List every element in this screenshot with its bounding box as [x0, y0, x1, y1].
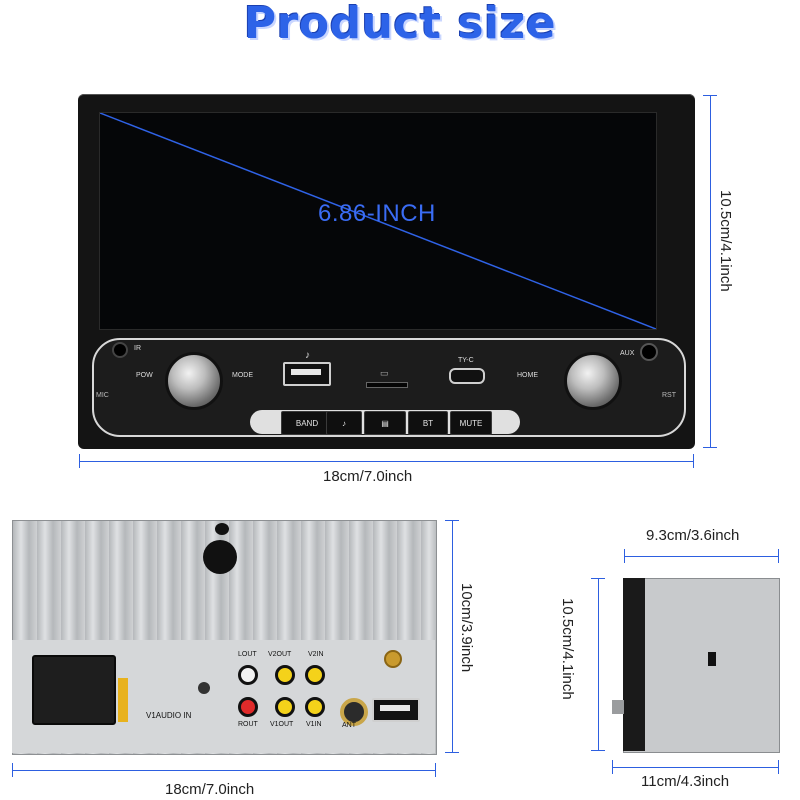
side-slot — [708, 652, 716, 666]
front-width-tick-left — [79, 454, 80, 468]
rear-width-tick-right — [435, 763, 436, 777]
side-depth-bottom-label: 11cm/4.3inch — [641, 773, 730, 790]
ir-label: IR — [134, 345, 141, 352]
side-faceplate — [623, 578, 645, 751]
usb-port[interactable] — [283, 362, 331, 386]
front-height-tick-bottom — [703, 447, 717, 448]
rear-width-line — [12, 770, 436, 771]
front-height-label: 10.5cm/4.1inch — [717, 190, 734, 292]
front-width-label: 18cm/7.0inch — [323, 468, 413, 485]
bt-button[interactable]: BT — [408, 411, 448, 435]
rca-v2in-jack[interactable] — [305, 665, 325, 685]
side-depth-top-tick-left — [624, 549, 625, 563]
v1out-label: V1OUT — [270, 721, 294, 728]
v2in-label: V2IN — [308, 651, 324, 658]
rca-v1in-jack[interactable] — [305, 697, 325, 717]
side-chassis — [623, 578, 780, 753]
ant-label: ANT — [342, 722, 356, 729]
pow-label: POW — [136, 372, 153, 379]
side-height-tick-bottom — [591, 750, 605, 751]
typec-label: TY-C — [458, 357, 474, 364]
rca-v1out-jack[interactable] — [275, 697, 295, 717]
band-button[interactable]: BAND — [281, 411, 333, 435]
rear-height-label: 10cm/3.9inch — [458, 583, 475, 673]
rear-fan-hole — [203, 540, 237, 574]
ant-jack[interactable] — [340, 698, 368, 726]
side-depth-top-line — [624, 556, 779, 557]
sd-card-slot[interactable] — [366, 382, 408, 388]
rout-label: ROUT — [238, 721, 258, 728]
v1in-label: V1IN — [306, 721, 322, 728]
rear-width-tick-left — [12, 763, 13, 777]
mode-label: MODE — [232, 372, 253, 379]
front-height-line — [710, 95, 711, 447]
display-screen — [99, 112, 657, 330]
rear-width-label: 18cm/7.0inch — [165, 781, 255, 798]
rear-height-tick-top — [445, 520, 459, 521]
mic-label: MIC — [96, 392, 109, 399]
rear-height-tick-bottom — [445, 752, 459, 753]
rca-v2out-jack[interactable] — [275, 665, 295, 685]
diagonal-line — [100, 113, 656, 329]
front-width-tick-right — [693, 454, 694, 468]
side-depth-top-label: 9.3cm/3.6inch — [646, 527, 740, 544]
mount-hole-top — [215, 523, 229, 535]
side-depth-bottom-tick-left — [612, 760, 613, 774]
iso-wiring-connector[interactable] — [32, 655, 116, 725]
v2out-label: V2OUT — [268, 651, 292, 658]
front-height-tick-top — [703, 95, 717, 96]
rca-lout-jack[interactable] — [238, 665, 258, 685]
ir-sensor — [112, 342, 128, 358]
side-height-tick-top — [591, 578, 605, 579]
rca-rout-jack[interactable] — [238, 697, 258, 717]
side-depth-top-tick-right — [778, 549, 779, 563]
side-height-label: 10.5cm/4.1inch — [559, 598, 576, 700]
music-icon: ♪ — [305, 350, 310, 361]
page-title: Product size — [243, 0, 557, 49]
screw-hole — [198, 682, 210, 694]
screen-size-label: 6.86-INCH — [318, 200, 436, 227]
aux-label: AUX — [620, 350, 635, 357]
rear-height-line — [452, 520, 453, 752]
front-width-line — [79, 461, 693, 462]
vaudio-in-label: V1AUDIO IN — [146, 711, 192, 720]
side-depth-bottom-line — [612, 767, 779, 768]
lout-label: LOUT — [238, 651, 257, 658]
side-knob-stub — [612, 700, 624, 714]
side-height-line — [598, 578, 599, 750]
sd-icon: ▭ — [380, 368, 389, 378]
power-volume-knob[interactable] — [165, 352, 223, 410]
typec-port[interactable] — [449, 368, 485, 384]
rear-usb-port[interactable] — [372, 698, 420, 722]
menu-button[interactable]: ▤ — [364, 411, 406, 435]
home-label: HOME — [517, 372, 538, 379]
tuning-knob[interactable] — [564, 352, 622, 410]
rst-label: RST — [662, 392, 676, 399]
mute-button[interactable]: MUTE — [450, 411, 492, 435]
music-button[interactable]: ♪ — [326, 411, 362, 435]
side-depth-bottom-tick-right — [778, 760, 779, 774]
fuse — [118, 678, 128, 722]
gps-antenna-connector[interactable] — [384, 650, 402, 668]
aux-jack[interactable] — [640, 343, 658, 361]
